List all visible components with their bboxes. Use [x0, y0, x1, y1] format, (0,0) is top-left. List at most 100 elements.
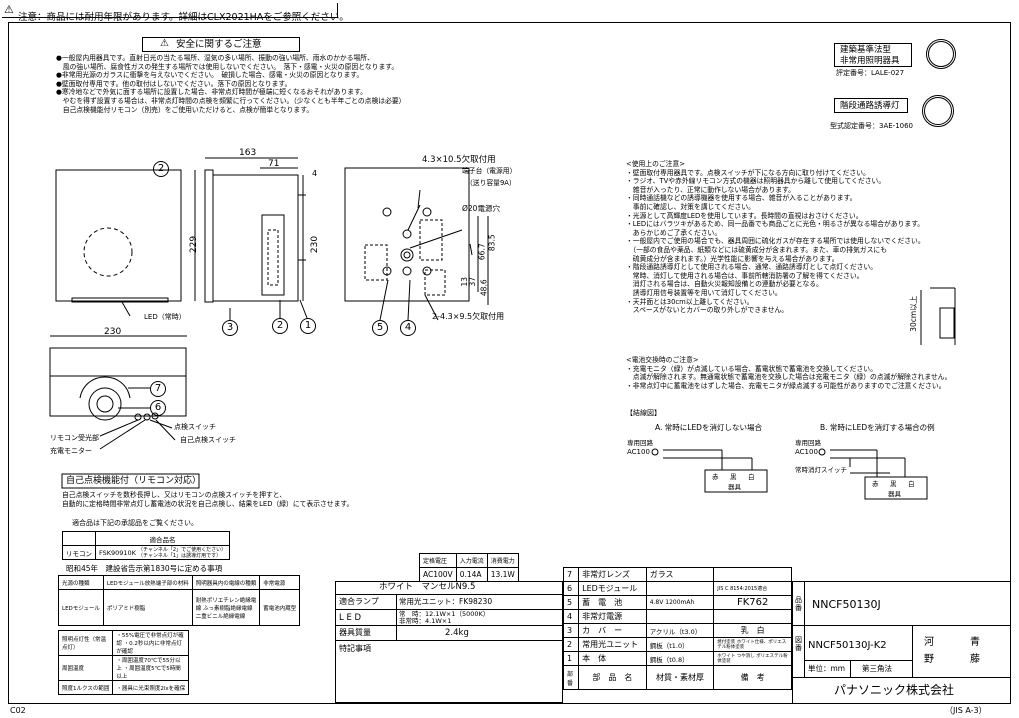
- parts-name: 非常灯レンズ: [578, 567, 647, 582]
- usage-note-line: ・LEDにはバラツキがあるため、同一品番でも商品ごとに光色・明るさが異なる場合が…: [626, 220, 925, 229]
- spec-weight-label: 器具質量: [339, 628, 371, 637]
- dim-37: 37: [468, 276, 478, 287]
- dim-hole2: 2-4.3×9.5欠取付用: [432, 312, 505, 321]
- callout-5: 5: [372, 320, 388, 336]
- parts-no: 4: [562, 609, 580, 624]
- parts-name: 本 体: [578, 651, 647, 666]
- safety-line: ●壁面取付専用です。他の取付はしないでください。落下の原因となります。: [56, 79, 292, 88]
- battery-note-line: ・充電モニタ（緑）が点滅している場合、蓄電状態で蓄電池を交換してください。: [626, 364, 877, 373]
- usage-note-line: ・壁面取付専用器具です。点検スイッチが下になる方向に取り付けてください。: [626, 168, 870, 177]
- callout-6: 6: [150, 400, 166, 416]
- spec-value: ・器具に光束照度2lxを確保: [112, 680, 190, 695]
- parts-name: LEDモジュール: [578, 581, 647, 596]
- wiring-a-power-2: AC100: [627, 448, 650, 456]
- parts-no: 1: [562, 651, 580, 666]
- spec-block: [335, 581, 563, 703]
- cert-seal-icon-2: [922, 95, 954, 127]
- dim-4: 4: [312, 169, 318, 178]
- usage-note-line: ・階段通路誘導灯として使用される場合、通常、通路誘導灯として点灯ください。: [626, 263, 878, 272]
- header-notice-text: 注意：商品には耐用年限があります。詳細はCLX2021HAをご参照ください。: [18, 12, 349, 23]
- callout-1: 1: [300, 318, 316, 334]
- dim-wire: （送り容量9A）: [466, 179, 516, 187]
- parts-remark: 焼付塗装 ホワイト仕様、ポリエステル粉体塗装: [713, 637, 792, 652]
- callout-2-side: 2: [272, 318, 288, 334]
- product-no: NNCF50130J: [812, 598, 881, 611]
- parts-remark: ホワイト つや消し ポリエステル粉体塗装: [713, 651, 792, 666]
- parts-no: 3: [562, 623, 580, 638]
- spec-value: ・周囲温度70℃で55分以上 ・周囲温度5℃で5時間以上: [112, 655, 190, 681]
- footer-left: C02: [10, 706, 26, 715]
- spec-led-value1: 常 時：12.1W×1（5000K）: [399, 610, 490, 618]
- parts-no: 6: [562, 581, 580, 596]
- usage-note-line: あらかじめご了承ください。: [626, 228, 722, 237]
- cert-seal-icon-1: [926, 39, 956, 69]
- usage-note-line: 常時、消灯して使用される場合は、事前所轄消防署の了解を得てください。: [626, 271, 864, 280]
- parts-material: ガラス: [645, 567, 715, 582]
- parts-remark: 乳 白: [713, 623, 792, 638]
- header-notice: ⚠ 注意：商品には耐用年限があります。詳細はCLX2021HAをご参照ください。: [2, 3, 349, 22]
- title-block-name-divider: [912, 625, 913, 677]
- self-check-title: 自己点検機能付（リモコン対応）: [66, 476, 202, 486]
- dim-163: 163: [239, 148, 257, 158]
- safety-line: ●非常用光源のガラスに衝撃を与えないでください。 破損した場合、感電・火災の原因…: [56, 71, 364, 80]
- spec-color: ホワイト マンセルN9.5: [379, 582, 476, 592]
- wiring-b-terminal-white: 白: [908, 480, 915, 488]
- wiring-b-power-2: AC100: [795, 448, 818, 456]
- spec-label: 照度1ルクスの範囲: [57, 680, 114, 695]
- notice45-title: 昭和45年 建設省告示第1830号に定める事項: [66, 564, 223, 573]
- usage-notes-title: <使用上のご注意>: [626, 160, 685, 168]
- title-block-company-row: [792, 677, 1011, 678]
- wiring-a-terminal-white: 白: [748, 473, 755, 481]
- projection: 第三角法: [862, 664, 892, 673]
- callout-4: 4: [400, 320, 416, 336]
- footer-right: （JIS A-3）: [945, 706, 987, 715]
- dim-83-5: 83.5: [487, 234, 497, 252]
- spec-label: 照明点灯性（常温点灯）: [57, 630, 114, 656]
- usage-notes: <使用上のご注意> ・壁面取付専用器具です。点検スイッチが下になる方向に取り付け…: [626, 160, 925, 315]
- title-block: [792, 581, 1011, 704]
- spec-led-value2: 非常時：4.1W×1: [399, 617, 452, 625]
- notice45-table: 光源の種類 LEDモジュール放熱端子部の材料 照明器具内の電線の種類 非常電源 …: [58, 575, 301, 626]
- wiring-b-fixture: 器具: [888, 490, 901, 498]
- safety-line: ●寒冷地などで外気に面する場所に設置した場合、非常点灯時間が極端に短くなるおそれ…: [56, 88, 367, 97]
- usage-note-line: （一部の食品や薬品、紙類などには硫黄成分が含まれます。また、車の排気ガスにも: [626, 245, 887, 254]
- dim-terminal: 端子台（電源用）: [462, 167, 517, 175]
- parts-material: 鋼板（t0.8）: [645, 651, 715, 666]
- warning-triangle-icon: ⚠: [4, 3, 14, 16]
- callout-7: 7: [150, 381, 166, 397]
- dim-48-6: 48.6: [479, 279, 489, 297]
- wiring-a-title: A. 常時にLEDを消灯しない場合: [655, 423, 762, 432]
- parts-header-name: 部 品 名: [578, 665, 647, 690]
- dim-hole-phi: Ø20電源穴: [462, 204, 500, 213]
- cert-building-number: 評定番号：LALE-027: [836, 69, 905, 77]
- cert-building-line2: 非常用照明器具: [840, 56, 900, 66]
- wiring-b-power-1: 専用回路: [795, 439, 821, 447]
- cert-building-box: [834, 43, 912, 67]
- safety-title-box: [142, 37, 300, 52]
- rating-table: 定格電圧 入力電流 消費電力 AC100V 0.14A 13.1W: [419, 553, 519, 582]
- title-block-unit-row: [804, 660, 912, 661]
- notice45-value-wire: 耐熱ポリエチレン絶縁電線 ふっ素樹脂絶縁電線 二重ビニル絶縁電線: [191, 589, 261, 626]
- drawing-no-label: 図番: [795, 636, 802, 652]
- notice45-value-light: LEDモジュール: [58, 589, 104, 626]
- battery-notes-title: <電池交換時のご注意>: [626, 356, 699, 364]
- remote-desc-1: （チャンネル「2」でご使用ください）: [138, 546, 227, 553]
- usage-note-line: 雑音が入ったり、正常に動作しない場合があります。: [626, 185, 795, 194]
- dim-hole1: 4.3×10.5欠取付用: [422, 155, 496, 165]
- parts-material: [645, 609, 715, 624]
- page-frame: [8, 22, 1011, 704]
- cert-evac-number: 型式認定番号：3AE-1060: [830, 122, 914, 130]
- product-no-label: 品番: [795, 596, 802, 612]
- safety-text: ●一般屋内用器具です。直射日光の当たる場所、湿気の多い場所、振動の強い場所、雨水…: [56, 54, 405, 114]
- safety-line: ●一般屋内用器具です。直射日光の当たる場所、湿気の多い場所、振動の強い場所、雨水…: [56, 54, 374, 62]
- drawing-no: NNCF50130J-K2: [808, 640, 887, 651]
- spec-weight-row: 器具質量 2.4kg: [335, 626, 563, 641]
- cert-building-line1: 建築基準法型: [840, 45, 892, 55]
- notice45-header-material: LEDモジュール放熱端子部の材料: [102, 575, 193, 590]
- usage-note-line: ・ラジオ、TVや赤外線リモコン方式の機器は照明器具から離して使用してください。: [626, 177, 886, 186]
- parts-header-remark: 備 考: [713, 665, 792, 690]
- rating-voltage: AC100V: [419, 567, 457, 582]
